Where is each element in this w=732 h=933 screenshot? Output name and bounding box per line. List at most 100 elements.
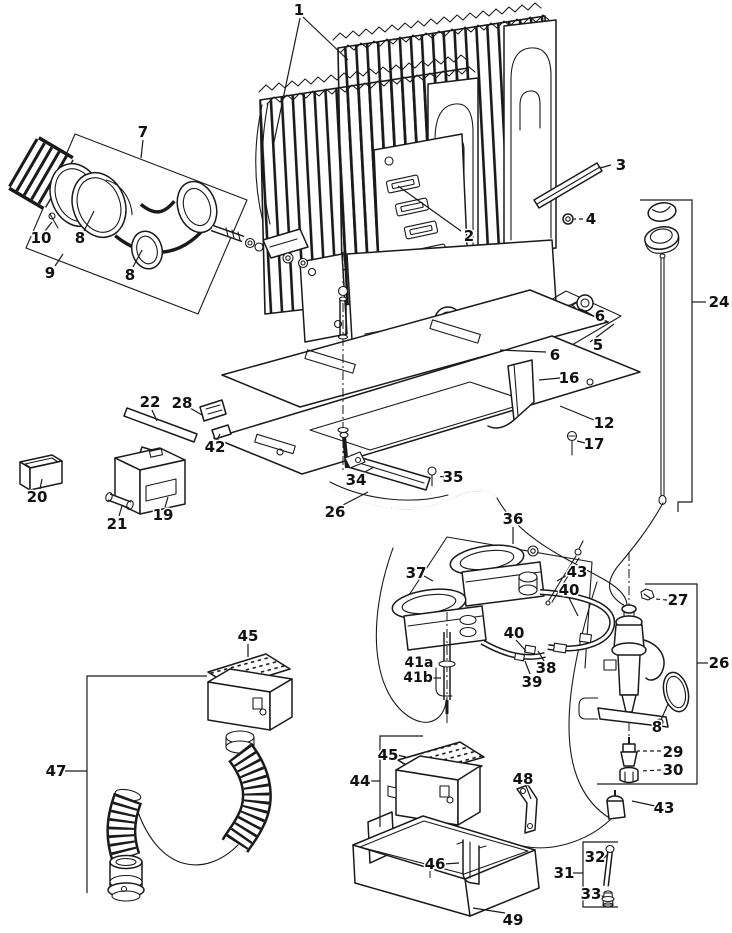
part-label-16: 16 xyxy=(559,369,580,387)
floor-duct-left-drawing xyxy=(106,653,293,902)
bracket-47 xyxy=(86,675,207,893)
strap-48 xyxy=(516,784,538,834)
screw-35 xyxy=(427,466,437,487)
nut-30 xyxy=(619,766,639,784)
part-label-33: 33 xyxy=(581,885,602,903)
part-label-7: 7 xyxy=(138,123,148,141)
o-ring-8 xyxy=(662,671,690,713)
part-label-41a: 41a xyxy=(405,655,434,671)
tray-49 xyxy=(352,815,540,917)
bracket-44 xyxy=(379,735,423,827)
igniter-34 xyxy=(329,451,449,501)
part-label-8a: 8 xyxy=(75,229,85,247)
part-label-28: 28 xyxy=(172,394,193,412)
corrugated-duct-right xyxy=(223,744,270,853)
nozzle-29 xyxy=(620,737,638,767)
part-label-43-top: 43 xyxy=(567,563,588,581)
star-washer xyxy=(337,285,349,297)
bracket-24 xyxy=(640,199,693,512)
part-label-10: 10 xyxy=(31,229,52,247)
part-label-6-upper: 6 xyxy=(595,307,605,325)
part-label-48: 48 xyxy=(513,770,534,788)
clip-27 xyxy=(640,588,655,601)
electrode-bottom-43 xyxy=(522,790,626,849)
part-label-2: 2 xyxy=(464,227,474,245)
part-label-32: 32 xyxy=(585,848,606,866)
part-label-36: 36 xyxy=(503,510,524,528)
part-label-17: 17 xyxy=(584,435,605,453)
part-label-46: 46 xyxy=(425,855,446,873)
overheat-rod-drawing xyxy=(609,202,680,607)
part-label-22: 22 xyxy=(140,393,161,411)
bolt-bracket-set xyxy=(210,224,309,269)
part-label-27: 27 xyxy=(668,591,689,609)
floor-outlet-drawing xyxy=(352,741,540,917)
gas-valve-drawing xyxy=(522,552,690,849)
part-label-49: 49 xyxy=(503,911,524,929)
tray-20 xyxy=(19,454,63,491)
fitting-39 xyxy=(513,652,525,662)
part-label-29: 29 xyxy=(663,743,684,761)
roller-21 xyxy=(105,492,134,510)
lower-clamp-8 xyxy=(130,230,164,270)
part-label-12: 12 xyxy=(594,414,615,432)
part-label-31: 31 xyxy=(554,864,575,882)
leader-lines xyxy=(39,16,669,914)
mounting-bar-drawing xyxy=(533,162,603,225)
part-label-4: 4 xyxy=(586,210,596,228)
valve-core-33 xyxy=(601,890,615,908)
deflector-16 xyxy=(487,359,535,429)
pin-32 xyxy=(605,844,615,854)
part-label-5: 5 xyxy=(593,336,603,354)
part-label-44: 44 xyxy=(350,772,371,790)
part-label-47: 47 xyxy=(46,762,67,780)
part-label-20: 20 xyxy=(27,488,48,506)
gas-pipe-26 xyxy=(329,486,498,510)
part-label-38: 38 xyxy=(536,659,557,677)
mounting-plates-drawing xyxy=(213,252,641,607)
service-kit-drawing xyxy=(601,844,615,908)
bracket-46 xyxy=(456,839,487,885)
part-label-45-left: 45 xyxy=(238,627,259,645)
bracket-26 xyxy=(597,583,698,785)
burner-lower xyxy=(391,588,487,651)
part-label-41b: 41b xyxy=(403,670,433,686)
part-label-40-upper: 40 xyxy=(559,581,580,599)
part-label-30: 30 xyxy=(663,761,684,779)
part-label-3: 3 xyxy=(616,156,626,174)
part-label-40-lower: 40 xyxy=(504,624,525,642)
part-label-21: 21 xyxy=(107,515,128,533)
part-label-35: 35 xyxy=(443,468,464,486)
part-label-19: 19 xyxy=(153,506,174,524)
bracket-31 xyxy=(582,841,618,908)
part-label-39: 39 xyxy=(522,673,543,691)
part-labels: 1 2 3 4 5 6 6 7 8 8 8 9 10 12 16 17 19 2… xyxy=(25,0,731,931)
part-label-8c: 8 xyxy=(652,718,662,736)
part-label-6-lower: 6 xyxy=(550,346,560,364)
intake-elbow-drawing xyxy=(8,133,309,315)
part-label-45-center: 45 xyxy=(378,746,399,764)
part-label-37: 37 xyxy=(406,564,427,582)
screw-10 xyxy=(48,212,59,229)
part-label-8b: 8 xyxy=(125,266,135,284)
gas-pipes-40 xyxy=(480,589,616,662)
part-label-26-pipe: 26 xyxy=(325,503,346,521)
part-label-1: 1 xyxy=(294,1,304,19)
panel-screw xyxy=(384,156,394,166)
control-unit-19 xyxy=(114,447,186,515)
duct-connector xyxy=(107,854,145,902)
support-tube-41 xyxy=(435,612,456,726)
screw-17 xyxy=(566,430,578,456)
nut-4 xyxy=(562,213,574,225)
control-box-drawing xyxy=(19,399,232,515)
heat-exchanger-drawing xyxy=(255,2,603,345)
long-bolt xyxy=(342,435,349,469)
part-label-24: 24 xyxy=(709,293,730,311)
part-label-26-valve: 26 xyxy=(709,654,730,672)
part-label-34: 34 xyxy=(346,471,367,489)
fitting-38 xyxy=(524,644,537,655)
part-label-42: 42 xyxy=(205,438,226,456)
burner-upper xyxy=(449,544,545,607)
